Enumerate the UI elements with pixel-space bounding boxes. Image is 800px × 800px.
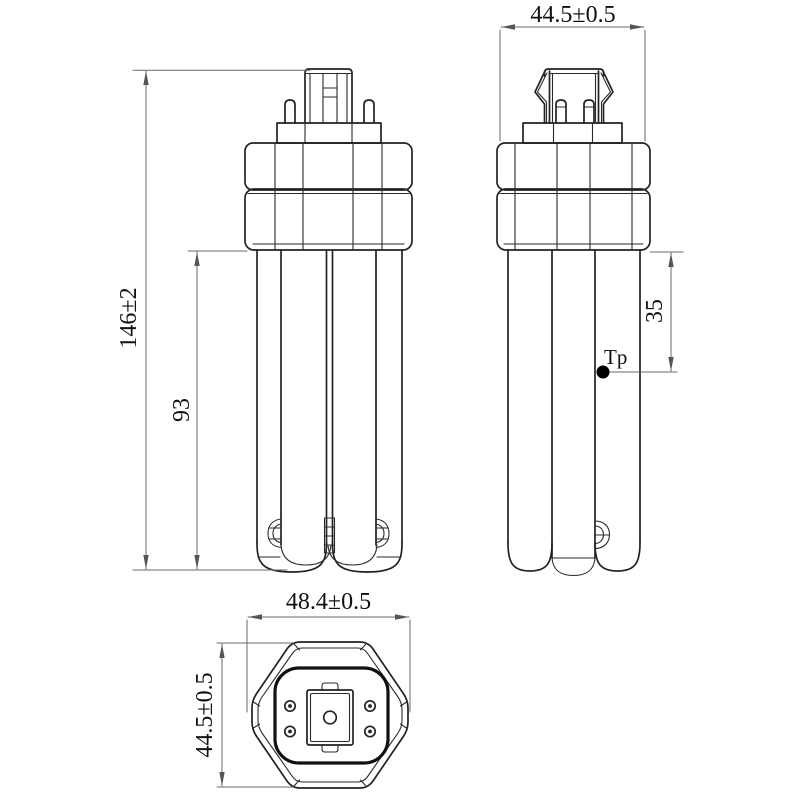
side-view: Tp xyxy=(496,68,678,577)
center-hole xyxy=(322,710,338,725)
dimension-bottom-width: 48.4±0.5 xyxy=(246,589,411,713)
dim-label-tube-height: 93 xyxy=(169,398,195,422)
dimension-tube-height: 93 xyxy=(169,250,248,570)
dim-label-bottom-width: 48.4±0.5 xyxy=(286,589,371,615)
side-platform xyxy=(522,122,623,144)
test-point-label: Tp xyxy=(604,345,627,369)
front-view xyxy=(244,68,413,573)
side-cap xyxy=(496,142,651,251)
side-key xyxy=(534,68,614,124)
side-tubes xyxy=(507,249,641,577)
dim-label-test-point-offset: 35 xyxy=(642,299,668,323)
front-cap xyxy=(244,142,413,251)
bottom-view xyxy=(251,641,409,789)
dimension-test-point-offset: 35 xyxy=(642,251,684,372)
test-point-dot xyxy=(596,365,610,379)
dimension-overall-height: 146±2 xyxy=(116,69,311,571)
bottom-inner-square xyxy=(273,666,390,765)
dimension-bottom-height: 44.5±0.5 xyxy=(192,642,294,788)
dim-label-overall-height: 146±2 xyxy=(116,287,142,348)
dim-label-bottom-height: 44.5±0.5 xyxy=(192,672,218,757)
bottom-hex-shell xyxy=(251,641,409,789)
front-tubes xyxy=(256,249,403,573)
test-point: Tp xyxy=(596,345,678,379)
front-key xyxy=(304,68,353,124)
bottom-connector xyxy=(306,682,354,753)
front-platform xyxy=(276,122,382,144)
bottom-pin-holes xyxy=(283,699,377,738)
dim-label-cap-width: 44.5±0.5 xyxy=(530,2,615,28)
side-pins xyxy=(555,99,595,124)
dimension-cap-width: 44.5±0.5 xyxy=(499,2,646,142)
front-tube-bridges xyxy=(267,517,390,554)
front-pins xyxy=(284,99,375,124)
